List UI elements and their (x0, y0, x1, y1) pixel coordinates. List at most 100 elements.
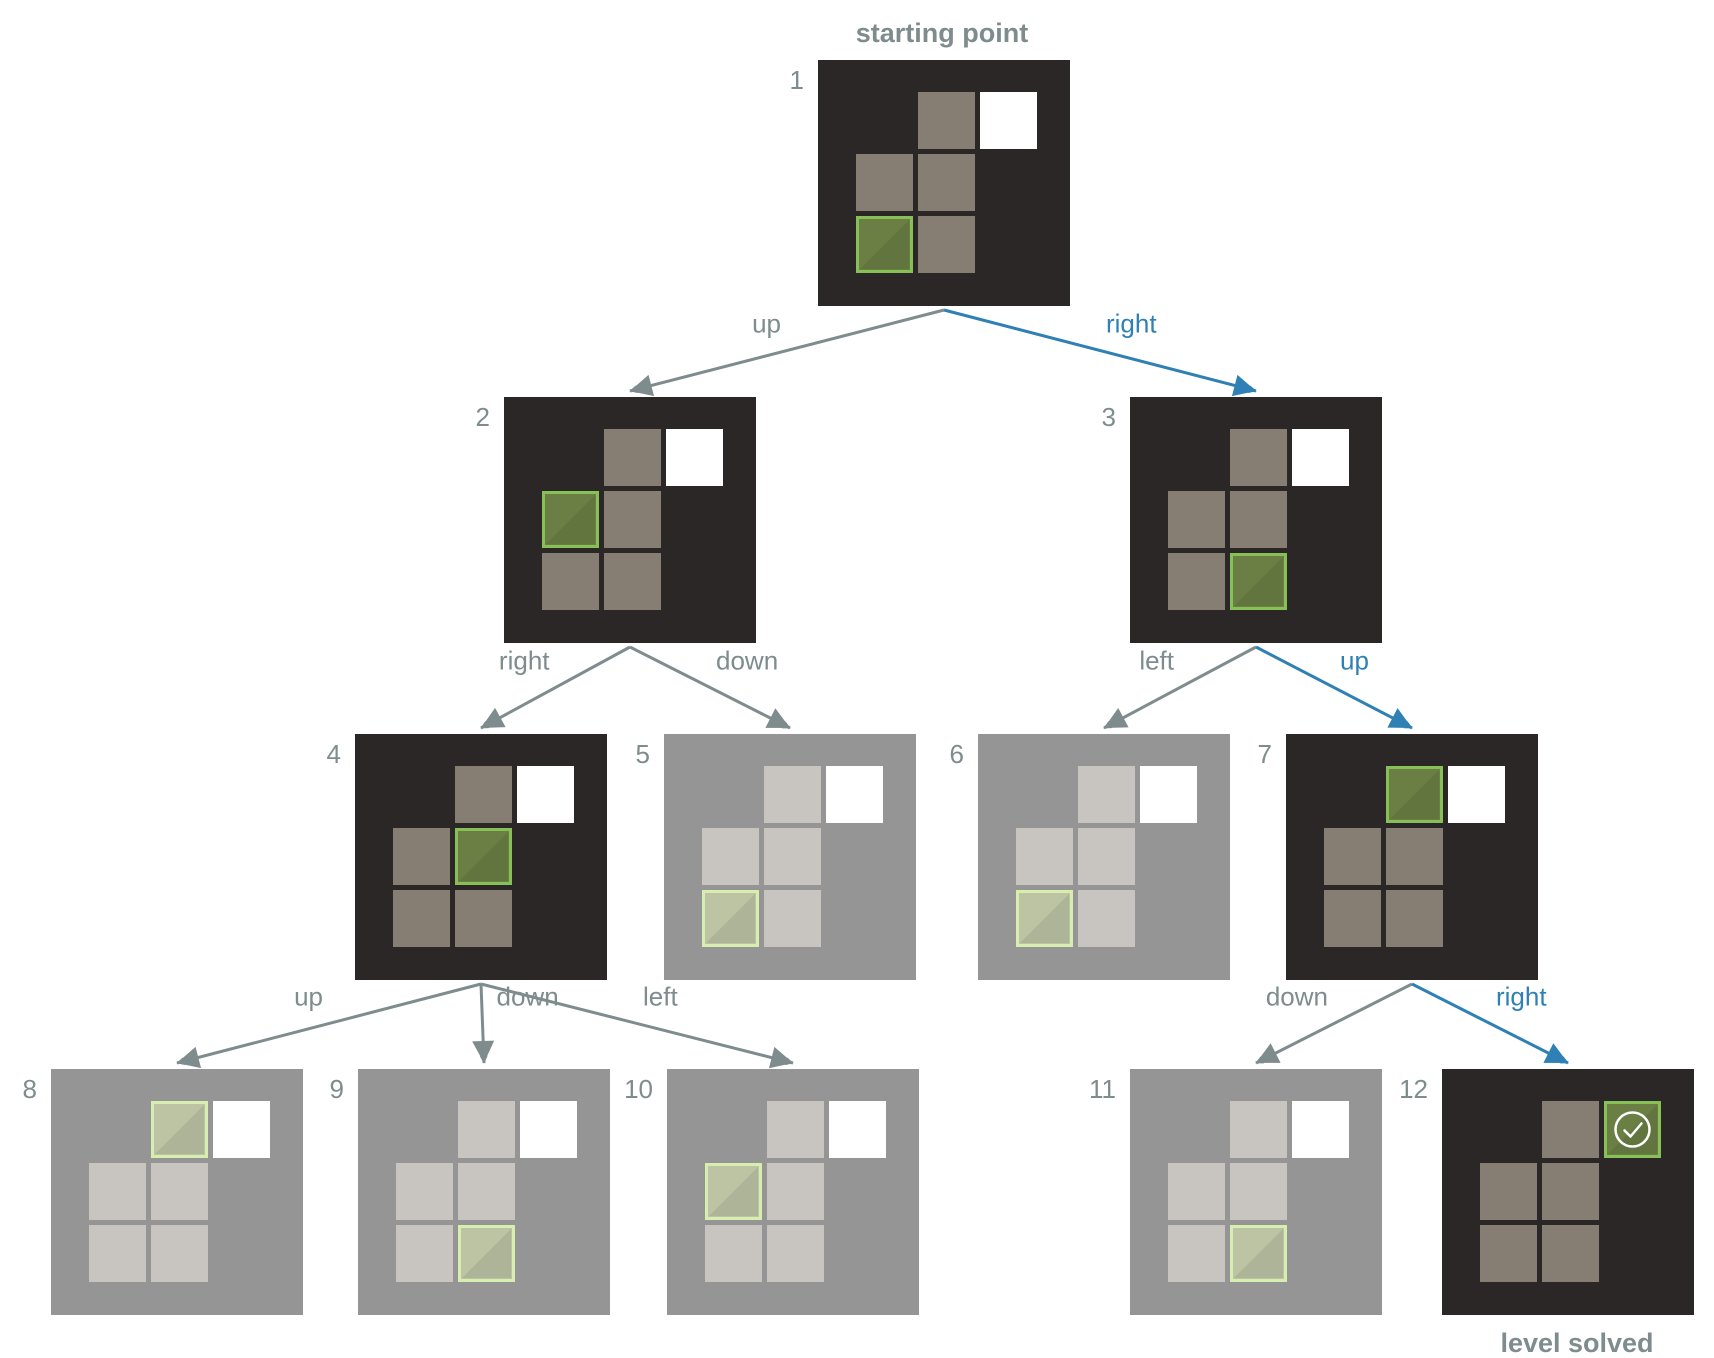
goal-tile (826, 766, 883, 823)
arrowhead (1231, 374, 1256, 397)
edge-line (629, 645, 791, 730)
goal-tile (520, 1101, 577, 1158)
floor-tile (705, 1225, 762, 1282)
state-number: 9 (330, 1074, 344, 1104)
edge-3-6: left (1103, 646, 1257, 730)
floor-tile (151, 1225, 208, 1282)
goal-tile (1292, 429, 1349, 486)
state-5: 5 (636, 734, 916, 980)
player-block (455, 828, 512, 885)
floor-tile (393, 828, 450, 885)
floor-tile (1016, 828, 1073, 885)
floor-tile (1168, 491, 1225, 548)
state-number: 6 (950, 739, 964, 769)
edge-4-8: up (176, 982, 482, 1069)
player-block (1016, 890, 1073, 947)
floor-tile (918, 154, 975, 211)
edge-2-5: down (629, 645, 791, 730)
floor-tile (1324, 828, 1381, 885)
floor-tile (458, 1101, 515, 1158)
goal-tile (213, 1101, 270, 1158)
floor-tile (1480, 1163, 1537, 1220)
floor-tile (918, 216, 975, 273)
floor-tile (764, 766, 821, 823)
edge-7-11: down (1255, 982, 1413, 1065)
floor-tile (764, 890, 821, 947)
floor-tile (89, 1163, 146, 1220)
floor-tile (1542, 1163, 1599, 1220)
player-block (542, 491, 599, 548)
edge-1-2: up (629, 309, 945, 397)
goal-tile (829, 1101, 886, 1158)
floor-tile (918, 92, 975, 149)
player-block (705, 1163, 762, 1220)
floor-tile (767, 1101, 824, 1158)
edge-label: right (1106, 309, 1157, 339)
edge-line (480, 645, 631, 730)
floor-tile (1168, 1163, 1225, 1220)
player-block (1230, 553, 1287, 610)
player-block (1230, 1225, 1287, 1282)
floor-tile (396, 1163, 453, 1220)
state-number: 12 (1399, 1074, 1428, 1104)
floor-tile (396, 1225, 453, 1282)
edge-label: up (294, 982, 323, 1012)
floor-tile (455, 766, 512, 823)
goal-tile (517, 766, 574, 823)
checkmark-icon (1623, 1122, 1643, 1138)
player-block (702, 890, 759, 947)
edge-4-10: left (480, 982, 794, 1069)
edge-label: left (643, 982, 678, 1012)
player-block (458, 1225, 515, 1282)
floor-tile (604, 429, 661, 486)
state-number: 1 (790, 65, 804, 95)
edge-label: up (1340, 646, 1369, 676)
arrowhead (768, 1046, 793, 1069)
floor-tile (455, 890, 512, 947)
edge-label: down (716, 646, 778, 676)
floor-tile (764, 828, 821, 885)
arrowhead (1543, 1043, 1568, 1063)
state-7: 7 (1258, 734, 1538, 980)
state-3: 3 (1102, 397, 1382, 643)
state-11: 11 (1089, 1069, 1382, 1315)
floor-tile (604, 491, 661, 548)
edge-label: down (1266, 982, 1328, 1012)
state-number: 2 (476, 402, 490, 432)
edges-layer: uprightrightdownleftupupdownleftdownrigh… (176, 309, 1569, 1069)
state-8: 8 (23, 1069, 303, 1315)
player-block (151, 1101, 208, 1158)
edge-line (1255, 982, 1413, 1065)
arrowhead (472, 1040, 495, 1063)
state-4: 4 (327, 734, 607, 980)
state-2: 2 (476, 397, 756, 643)
edge-3-7: up (1255, 645, 1413, 730)
edge-2-4: right (480, 645, 631, 730)
floor-tile (1386, 890, 1443, 947)
floor-tile (1230, 1101, 1287, 1158)
arrowhead (1387, 708, 1412, 728)
state-12: 12 (1399, 1069, 1694, 1315)
state-number: 4 (327, 739, 341, 769)
edge-line (1411, 982, 1569, 1065)
floor-tile (1078, 766, 1135, 823)
edge-label: right (499, 646, 550, 676)
goal-tile (1292, 1101, 1349, 1158)
edge-line (176, 982, 482, 1066)
floor-tile (1078, 890, 1135, 947)
floor-tile (1078, 828, 1135, 885)
floor-tile (1386, 828, 1443, 885)
floor-tile (1230, 491, 1287, 548)
player-block (1386, 766, 1443, 823)
goal-tile (666, 429, 723, 486)
arrowhead (630, 374, 655, 397)
edge-line (1255, 645, 1413, 730)
floor-tile (151, 1163, 208, 1220)
floor-tile (604, 553, 661, 610)
edge-line (480, 982, 794, 1066)
floor-tile (393, 890, 450, 947)
edge-label: up (752, 309, 781, 339)
arrowhead (765, 708, 790, 728)
state-number: 5 (636, 739, 650, 769)
